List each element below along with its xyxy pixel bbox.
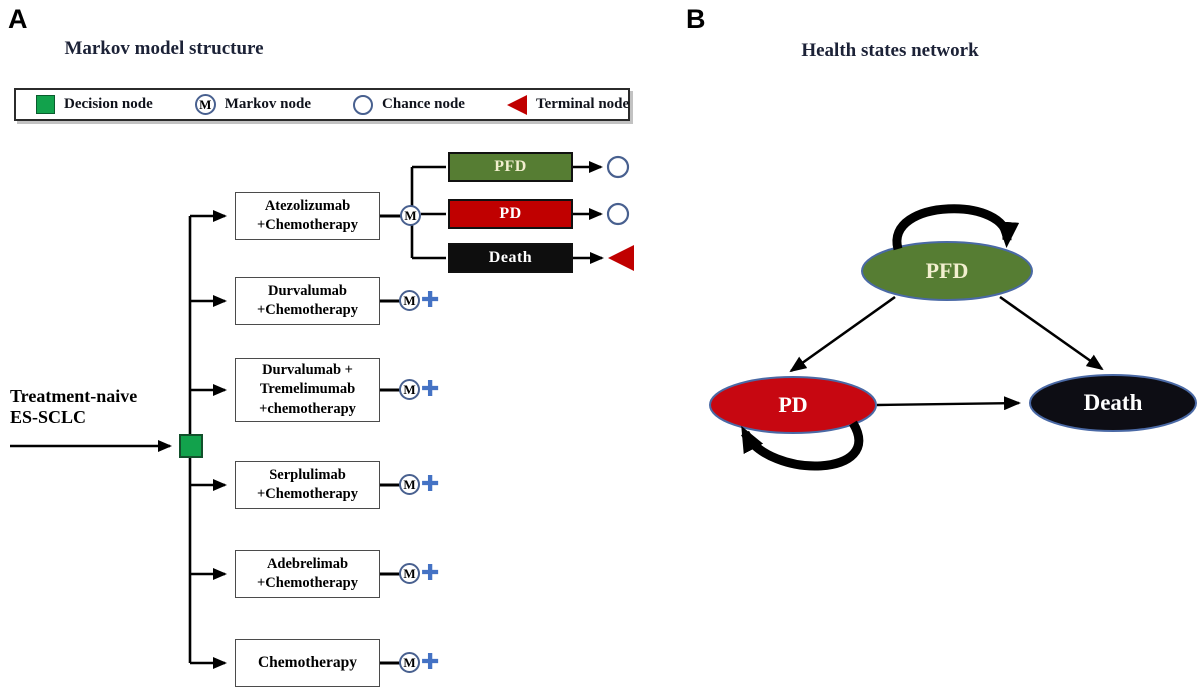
treatment-box-atezolizumab: Atezolizumab +Chemotherapy xyxy=(235,192,380,240)
chance-node-icons xyxy=(606,155,630,226)
network-ellipses xyxy=(709,241,1197,434)
plus-icon: ✚ xyxy=(421,650,440,675)
panel-a-letter: A xyxy=(8,4,28,34)
treatment-label: Atezolizumab +Chemotherapy xyxy=(257,197,358,233)
chance-node-icon xyxy=(353,94,374,115)
decision-node xyxy=(179,434,203,458)
markov-node-icon: M xyxy=(399,652,420,673)
root-population-label: Treatment-naive ES-SCLC xyxy=(10,386,138,427)
treatment-box-durvalumab-tremelimumab: Durvalumab + Tremelimumab +chemotherapy xyxy=(235,358,380,422)
legend-label: Chance node xyxy=(382,96,465,112)
treatment-box-chemotherapy: Chemotherapy xyxy=(235,639,380,687)
decision-node-icon xyxy=(36,95,55,114)
panel-b-letter: B xyxy=(686,4,706,34)
state-box-pd: PD xyxy=(448,199,573,229)
health-state-pd: PD xyxy=(710,377,876,433)
state-label: PD xyxy=(499,205,522,222)
treatment-label: Chemotherapy xyxy=(257,653,358,671)
treatment-box-adebrelimab: Adebrelimab +Chemotherapy xyxy=(235,550,380,598)
plus-icon: ✚ xyxy=(421,377,440,402)
state-box-pfd: PFD xyxy=(448,152,573,182)
treatment-label: Durvalumab + Tremelimumab +chemotherapy xyxy=(259,362,356,417)
network-arrows xyxy=(789,295,1104,411)
markov-node-icon: M xyxy=(399,474,420,495)
health-state-pfd: PFD xyxy=(862,242,1032,300)
legend-label: Decision node xyxy=(64,96,153,112)
plus-icon: ✚ xyxy=(421,288,440,313)
legend-item-markov: M Markov node xyxy=(194,94,312,115)
legend: Decision node M Markov node Chance node … xyxy=(14,88,630,121)
health-state-death: Death xyxy=(1030,375,1196,431)
legend-label: Terminal node xyxy=(535,96,630,112)
markov-node-icon: M xyxy=(399,290,420,311)
self-loop-arrows xyxy=(741,204,1020,471)
treatment-box-durvalumab: Durvalumab +Chemotherapy xyxy=(235,277,380,325)
state-label: Death xyxy=(1083,390,1143,415)
legend-item-decision: Decision node xyxy=(36,95,153,114)
markov-node-icon: M xyxy=(399,379,420,400)
state-label: PFD xyxy=(925,258,969,283)
panel-a-title: Markov model structure xyxy=(64,38,264,59)
legend-item-terminal: Terminal node xyxy=(506,94,630,115)
treatment-label: Serplulimab +Chemotherapy xyxy=(257,466,358,502)
markov-node-icon: M xyxy=(399,563,420,584)
state-label: PD xyxy=(778,392,808,417)
state-label: Death xyxy=(488,249,533,266)
state-box-death: Death xyxy=(448,243,573,273)
markov-node-icon: M xyxy=(194,94,216,115)
state-label: PFD xyxy=(494,158,527,175)
legend-item-chance: Chance node xyxy=(353,94,465,115)
treatment-label: Adebrelimab +Chemotherapy xyxy=(257,555,358,591)
treatment-label: Durvalumab +Chemotherapy xyxy=(257,282,358,318)
legend-label: Markov node xyxy=(224,96,312,112)
panel-b-title: Health states network xyxy=(801,40,979,61)
terminal-node-icon xyxy=(608,245,634,271)
plus-icon: ✚ xyxy=(421,472,440,497)
tree-connectors xyxy=(10,161,604,669)
plus-icon: ✚ xyxy=(421,561,440,586)
markov-node-icon: M xyxy=(400,205,421,226)
treatment-box-serplulimab: Serplulimab +Chemotherapy xyxy=(235,461,380,509)
terminal-node-icon xyxy=(506,94,527,115)
